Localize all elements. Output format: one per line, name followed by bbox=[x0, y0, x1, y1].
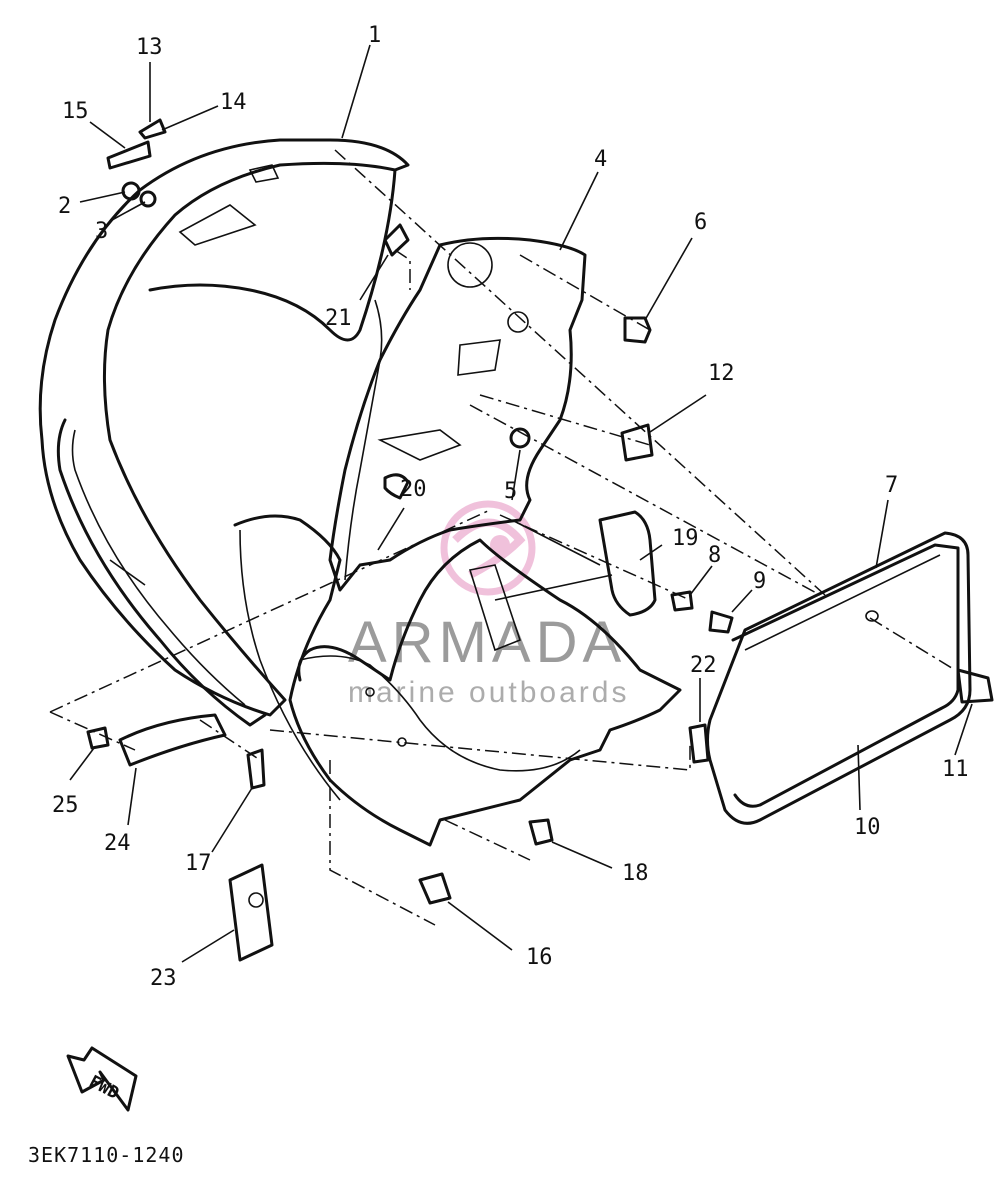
clip-part-20 bbox=[383, 473, 410, 500]
screw-part-25 bbox=[86, 726, 110, 750]
watermark: ARMADA marine outboards bbox=[348, 500, 629, 709]
callout-9: 9 bbox=[753, 569, 766, 594]
callout-22: 22 bbox=[690, 653, 717, 678]
callout-3: 3 bbox=[95, 219, 108, 244]
clip-part-13-14 bbox=[138, 118, 167, 140]
grommet-part-21 bbox=[383, 223, 410, 257]
callout-21: 21 bbox=[325, 306, 352, 331]
nut-part-5 bbox=[509, 427, 531, 449]
storage-lid-part-7-10 bbox=[706, 531, 972, 825]
callout-17: 17 bbox=[185, 851, 212, 876]
clip-part-12 bbox=[620, 423, 654, 462]
screw-part-18 bbox=[528, 818, 554, 846]
callout-10: 10 bbox=[854, 815, 881, 840]
nut-part-8 bbox=[670, 590, 694, 612]
diagram-code: 3EK7110-1240 bbox=[28, 1143, 185, 1167]
bolt-part-11 bbox=[956, 668, 994, 704]
callout-16: 16 bbox=[526, 945, 553, 970]
callout-12: 12 bbox=[708, 361, 735, 386]
hardware bbox=[86, 118, 994, 962]
callout-18: 18 bbox=[622, 861, 649, 886]
assembly-lines bbox=[49, 149, 956, 926]
callout-4: 4 bbox=[594, 147, 607, 172]
callout-23: 23 bbox=[150, 966, 177, 991]
callout-7: 7 bbox=[885, 473, 898, 498]
front-cover-part-1 bbox=[38, 138, 410, 727]
plate-part-23 bbox=[228, 863, 274, 962]
screw-part-9 bbox=[708, 610, 734, 634]
fwd-label: FWD bbox=[86, 1072, 123, 1104]
callout-13: 13 bbox=[136, 35, 163, 60]
callout-25: 25 bbox=[52, 793, 79, 818]
screw-part-6 bbox=[623, 316, 652, 344]
callout-11: 11 bbox=[942, 757, 969, 782]
callout-14: 14 bbox=[220, 90, 247, 115]
callout-numbers: 1 2 3 4 5 6 7 8 9 10 11 12 13 14 15 16 1… bbox=[52, 23, 969, 991]
bracket-part-24 bbox=[118, 713, 227, 767]
callout-24: 24 bbox=[104, 831, 131, 856]
nut-part-2 bbox=[121, 181, 141, 201]
callout-2: 2 bbox=[58, 194, 71, 219]
callout-1: 1 bbox=[368, 23, 381, 48]
callout-19: 19 bbox=[672, 526, 699, 551]
screw-part-17 bbox=[246, 748, 266, 790]
callout-8: 8 bbox=[708, 543, 721, 568]
watermark-brand: ARMADA bbox=[348, 610, 626, 675]
nut-part-16 bbox=[418, 872, 452, 905]
callout-6: 6 bbox=[694, 210, 707, 235]
label-part-15 bbox=[106, 140, 152, 170]
leg-shield-part-4 bbox=[233, 236, 682, 847]
watermark-tagline: marine outboards bbox=[348, 676, 629, 709]
washer-part-3 bbox=[139, 190, 157, 208]
callout-5: 5 bbox=[504, 479, 517, 504]
screw-part-22 bbox=[688, 723, 710, 764]
fwd-arrow-icon: FWD bbox=[66, 1046, 138, 1112]
pad-part-19 bbox=[598, 510, 657, 617]
callout-15: 15 bbox=[62, 99, 89, 124]
leader-lines bbox=[69, 44, 973, 963]
callout-20: 20 bbox=[400, 477, 427, 502]
